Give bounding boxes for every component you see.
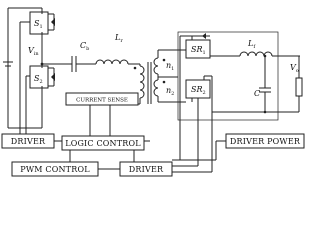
output-filter [210,51,303,114]
n1-label: n1 [166,61,174,72]
switch-sr1 [158,33,211,59]
input-source-vin [3,7,42,129]
switch-sr2 [158,75,213,130]
lr-label: Lr [114,33,123,44]
driver-bottom-label: DRIVER [129,165,164,174]
lf-label: Lf [247,39,256,50]
capacitor-cb [42,56,96,72]
sr2-label: SR2 [191,85,206,96]
pwm-control-label: PWM CONTROL [20,165,90,174]
current-sense-label: CURRENT SENSE [76,98,128,104]
circuit-diagram: Vin S1 S2 Cb Lr [1,7,305,177]
logic-control-label: LOGIC CONTROL [65,139,141,148]
c-label: C [254,89,260,98]
sr1-label: SR1 [191,45,206,56]
inductor-lr [95,59,141,66]
vin-label: Vin [28,46,39,57]
logic-control-block [61,135,145,151]
current-sense-block [65,92,139,106]
switch-s2 [25,64,55,128]
cb-label: Cb [80,41,89,52]
switch-s1 [19,8,55,128]
driver-left-label: DRIVER [11,137,46,146]
driver-power-label: DRIVER POWER [230,137,301,146]
s1-label: S1 [34,19,43,30]
vo-label: Vo [290,63,299,74]
rectifier-frame [177,31,279,121]
s2-label: S2 [34,74,43,85]
n2-label: n2 [166,86,174,97]
control-wiring [19,35,226,173]
transformer-core [147,62,152,104]
transformer-secondary [153,50,178,102]
